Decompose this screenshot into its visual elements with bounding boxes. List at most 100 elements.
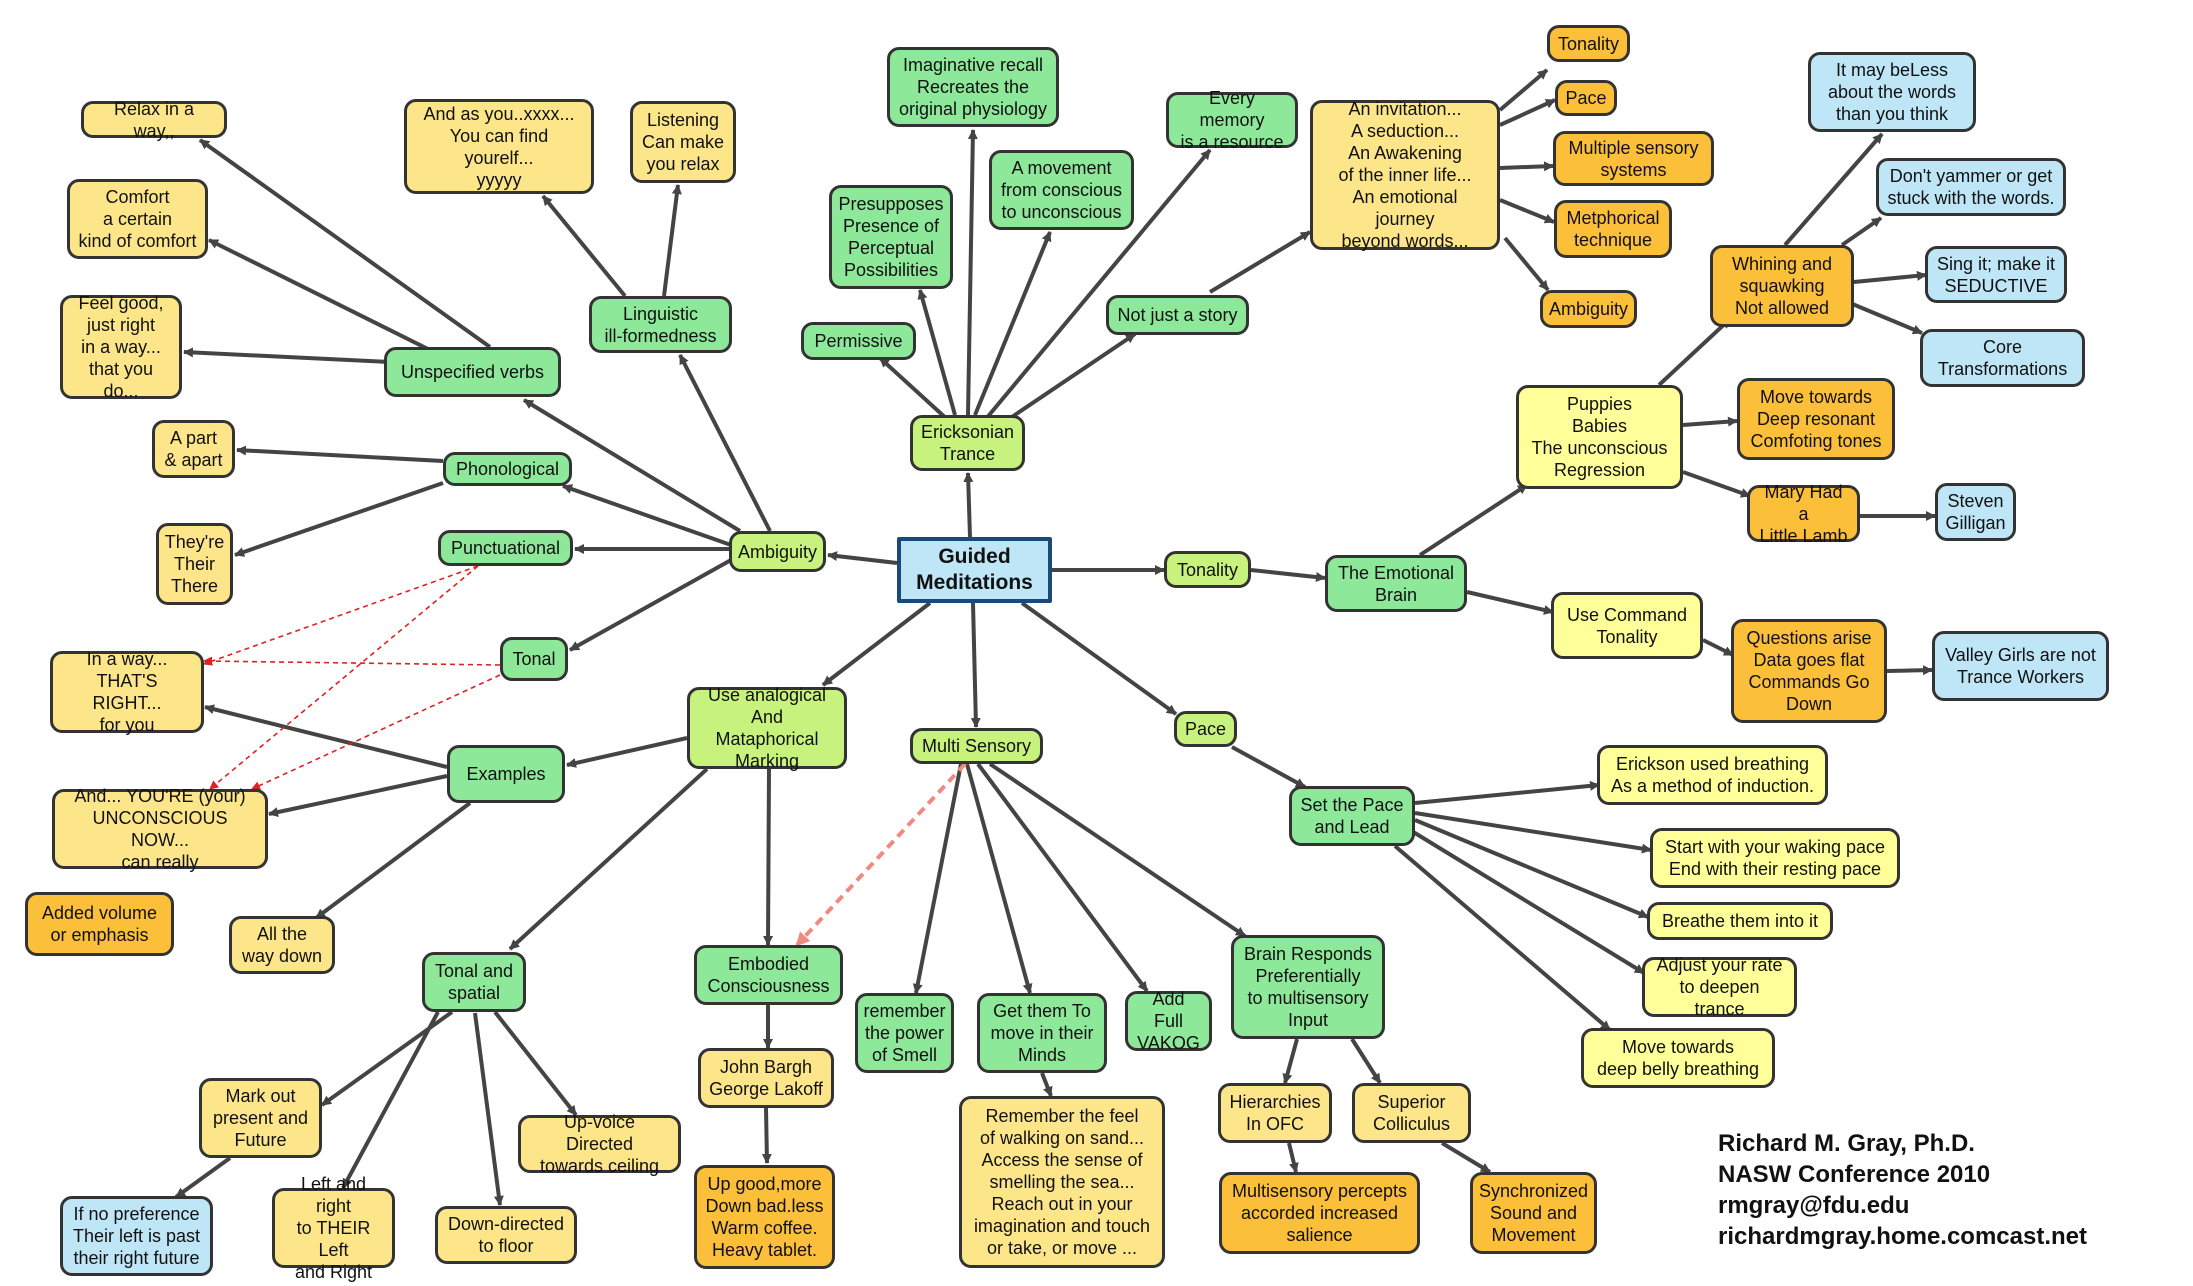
node-add-full-vakog[interactable]: Add Full VAKOG	[1125, 989, 1212, 1053]
node-tonal[interactable]: Tonal	[500, 637, 568, 681]
node-down-directed[interactable]: Down-directed to floor	[435, 1206, 577, 1264]
node-examples[interactable]: Examples	[447, 745, 565, 803]
connector-arrow	[562, 484, 732, 547]
node-ericksonian-trance[interactable]: Ericksonian Trance	[910, 415, 1025, 471]
connector-arrow	[569, 558, 732, 652]
connector-arrow	[1350, 1037, 1382, 1085]
node-mark-out[interactable]: Mark out present and Future	[199, 1078, 322, 1158]
connector-arrow	[1231, 745, 1306, 789]
connector-arrow	[341, 1011, 440, 1189]
node-superior-colliculus[interactable]: Superior Colliculus	[1352, 1083, 1471, 1143]
node-imaginative-recall[interactable]: Imaginative recall Recreates the origina…	[887, 47, 1059, 127]
connector-arrow	[1393, 844, 1612, 1032]
node-multiple-sensory[interactable]: Multiple sensory systems	[1553, 131, 1714, 186]
node-emotional-brain[interactable]: The Emotional Brain	[1325, 555, 1467, 612]
node-puppies[interactable]: Puppies Babies The unconscious Regressio…	[1516, 385, 1683, 489]
node-pace[interactable]: Pace	[1174, 711, 1237, 747]
node-multisensory-percepts[interactable]: Multisensory percepts accorded increased…	[1219, 1172, 1420, 1254]
node-punctuational[interactable]: Punctuational	[438, 530, 573, 566]
node-tonal-spatial[interactable]: Tonal and spatial	[422, 952, 526, 1012]
connector-arrow	[1040, 1072, 1053, 1097]
node-it-may-be-less[interactable]: It may beLess about the words than you t…	[1808, 52, 1976, 132]
connector-arrow	[917, 289, 957, 416]
connector-arrow	[1499, 198, 1555, 224]
connector-arrow	[988, 762, 1247, 938]
node-and-as-you[interactable]: And as you..xxxx... You can find yourelf…	[404, 99, 594, 194]
node-up-good[interactable]: Up good,more Down bad.less Warm coffee. …	[694, 1165, 835, 1269]
node-multi-sensory[interactable]: Multi Sensory	[910, 728, 1043, 764]
author-credit: Richard M. Gray, Ph.D. NASW Conference 2…	[1718, 1128, 2087, 1252]
node-youre-unconscious[interactable]: And... YOU'RE (your) UNCONSCIOUS NOW... …	[52, 786, 268, 872]
node-questions-arise[interactable]: Questions arise Data goes flat Commands …	[1731, 619, 1887, 723]
connector-arrow	[1783, 132, 1884, 247]
node-tonality[interactable]: Tonality	[1164, 551, 1251, 588]
connector-arrow	[1414, 811, 1652, 854]
node-not-just-a-story[interactable]: Not just a story	[1106, 295, 1249, 335]
node-added-volume[interactable]: Added volume or emphasis	[25, 892, 174, 956]
node-remember-feel[interactable]: Remember the feel of walking on sand... …	[959, 1096, 1165, 1268]
connector-arrow	[821, 601, 932, 687]
connector-arrow	[827, 551, 898, 565]
root-node-guided-meditations[interactable]: Guided Meditations	[897, 537, 1052, 603]
node-metphorical[interactable]: Metphorical technique	[1554, 200, 1672, 258]
node-move-towards-belly[interactable]: Move towards deep belly breathing	[1581, 1028, 1775, 1088]
node-pace-top[interactable]: Pace	[1555, 80, 1617, 116]
node-use-analogical[interactable]: Use analogical And Mataphorical Marking	[687, 685, 847, 771]
node-remember-smell[interactable]: remember the power of Smell	[855, 993, 954, 1073]
node-mary-had[interactable]: Mary Had a Little Lamb	[1747, 482, 1860, 546]
node-hierarchies[interactable]: Hierarchies In OFC	[1218, 1083, 1332, 1143]
node-if-no-preference[interactable]: If no preference Their left is past thei…	[60, 1196, 213, 1276]
node-set-the-pace[interactable]: Set the Pace and Lead	[1289, 786, 1415, 846]
connector-arrow	[976, 762, 1149, 993]
connector-arrow	[998, 332, 1137, 427]
connector-arrow	[1886, 665, 1933, 676]
connector-arrow	[1657, 317, 1732, 387]
credit-name: Richard M. Gray, Ph.D.	[1718, 1130, 1975, 1157]
node-get-them-to-move[interactable]: Get them To move in their Minds	[977, 993, 1107, 1073]
node-unspecified-verbs[interactable]: Unspecified verbs	[384, 347, 561, 397]
node-embodied[interactable]: Embodied Consciousness	[694, 945, 843, 1005]
node-john-bargh[interactable]: John Bargh George Lakoff	[698, 1048, 834, 1108]
node-all-the-way[interactable]: All the way down	[229, 916, 335, 974]
node-steven-gilligan[interactable]: Steven Gilligan	[1935, 483, 2016, 541]
node-tonality-top[interactable]: Tonality	[1547, 25, 1630, 62]
node-comfort[interactable]: Comfort a certain kind of comfort	[67, 179, 208, 259]
node-use-command[interactable]: Use Command Tonality	[1551, 592, 1703, 659]
node-permissive[interactable]: Permissive	[801, 322, 916, 360]
node-phonological[interactable]: Phonological	[443, 452, 572, 486]
node-listening[interactable]: Listening Can make you relax	[630, 101, 736, 183]
connector-arrow	[966, 129, 978, 416]
node-up-voice[interactable]: Up-voice Directed towards ceiling	[518, 1112, 681, 1176]
connector-arrow	[522, 398, 742, 533]
node-erickson-breathing[interactable]: Erickson used breathing As a method of i…	[1597, 745, 1828, 805]
connector-arrow	[204, 704, 448, 769]
node-sing-it[interactable]: Sing it; make it SEDUCTIVE	[1925, 246, 2067, 303]
node-dont-yammer[interactable]: Don't yammer or get stuck with the words…	[1876, 158, 2066, 216]
connector-arrow	[1282, 1038, 1299, 1084]
node-invitation[interactable]: An invitation... A seduction... An Awake…	[1310, 99, 1500, 251]
credit-conference: NASW Conference 2010	[1718, 1161, 1991, 1188]
node-every-memory[interactable]: Every memory is a resource	[1166, 88, 1298, 152]
node-move-towards-deep[interactable]: Move towards Deep resonant Comfoting ton…	[1737, 378, 1895, 460]
node-presupposes[interactable]: Presupposes Presence of Perceptual Possi…	[829, 185, 953, 289]
node-in-a-way-thats-right[interactable]: In a way... THAT'S RIGHT... for you	[50, 649, 204, 735]
connector-arrow	[234, 481, 444, 557]
node-linguistic[interactable]: Linguistic ill-formedness	[589, 296, 732, 353]
node-left-and-right[interactable]: Left and right to THEIR Left and Right	[272, 1174, 395, 1282]
node-core-transformations[interactable]: Core Transformations	[1920, 329, 2085, 387]
node-ambiguity[interactable]: Ambiguity	[729, 531, 826, 572]
node-start-waking[interactable]: Start with your waking pace End with the…	[1650, 828, 1900, 888]
node-breathe-them[interactable]: Breathe them into it	[1647, 902, 1833, 940]
node-ambiguity-top[interactable]: Ambiguity	[1540, 290, 1637, 328]
node-relax-in-a-way[interactable]: Relax in a way,,	[81, 99, 227, 141]
node-brain-responds[interactable]: Brain Responds Preferentially to multise…	[1231, 935, 1385, 1039]
node-theyre[interactable]: They're Their There	[156, 523, 233, 605]
node-adjust-rate[interactable]: Adjust your rate to deepen trance	[1642, 955, 1797, 1019]
node-movement-conscious[interactable]: A movement from conscious to unconscious	[989, 150, 1134, 230]
node-feel-good[interactable]: Feel good, just right in a way... that y…	[60, 293, 182, 401]
node-whining[interactable]: Whining and squawking Not allowed	[1710, 245, 1854, 327]
node-valley-girls[interactable]: Valley Girls are not Trance Workers	[1932, 631, 2109, 701]
connector-arrow	[1682, 470, 1751, 498]
node-a-part[interactable]: A part & apart	[152, 420, 235, 478]
node-synchronized[interactable]: Synchronized Sound and Movement	[1470, 1172, 1597, 1254]
